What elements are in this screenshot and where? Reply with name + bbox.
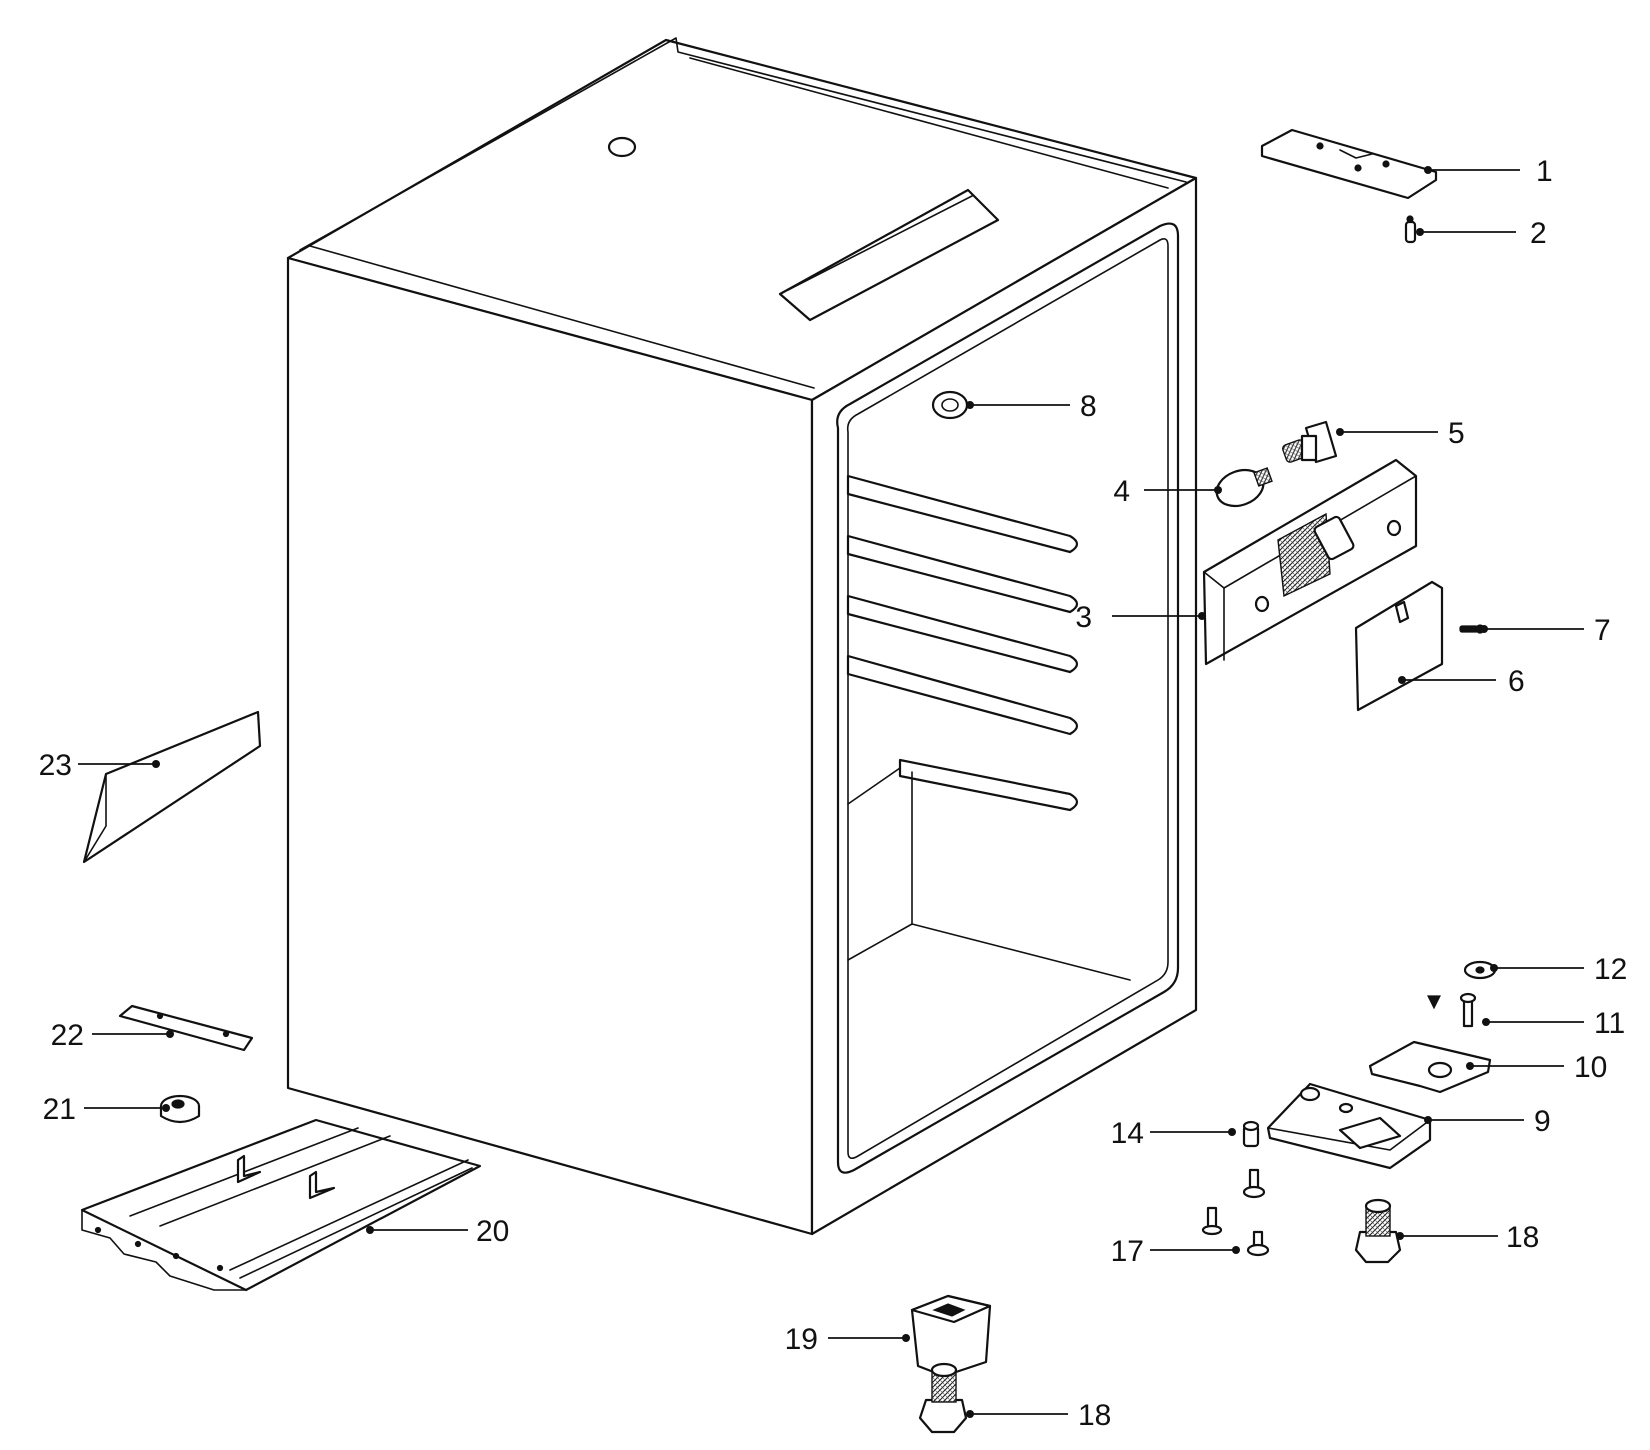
callout-20: 20 (476, 1215, 509, 1248)
part-9-hinge-block (1266, 1082, 1432, 1170)
part-11-bolt (1427, 992, 1477, 1028)
part-23-kick-plate (82, 710, 262, 864)
part-20-base-rail (80, 1118, 482, 1292)
cabinet-door-opening (836, 222, 1180, 1174)
callout-19: 19 (785, 1323, 818, 1356)
cabinet-top-front-edge (309, 245, 815, 389)
callout-5: 5 (1448, 417, 1465, 450)
callout-7: 7 (1594, 614, 1611, 647)
part-5-lamp-socket (1282, 420, 1338, 464)
callout-12: 12 (1594, 953, 1627, 986)
top-vent-inner (787, 195, 973, 291)
shelf-rails (846, 474, 1079, 812)
part-22-bracket (118, 1004, 254, 1052)
callout-10: 10 (1574, 1051, 1607, 1084)
callout-2: 2 (1530, 217, 1547, 250)
shelf-rail-5 (898, 758, 1079, 812)
top-hinge-plate (1260, 128, 1438, 200)
part-14-bushing (1242, 1120, 1260, 1148)
callout-14: 14 (1111, 1117, 1144, 1150)
callout-4: 4 (1113, 475, 1130, 508)
callout-18-right: 18 (1506, 1221, 1539, 1254)
part-18-leveling-foot-bottom (918, 1362, 968, 1434)
callout-6: 6 (1508, 665, 1525, 698)
part-1-top-hinge (1260, 128, 1438, 200)
callout-labels: 1 2 3 4 5 6 7 8 9 10 (39, 155, 1628, 1432)
part-12-washer (1463, 960, 1497, 980)
shelf-rail-2 (846, 534, 1079, 614)
part-4-lamp-bulb (1215, 467, 1273, 508)
part-19-foot-cup (910, 1294, 992, 1378)
callout-9: 9 (1534, 1105, 1551, 1138)
part-8-plug (931, 390, 969, 420)
callout-21: 21 (43, 1093, 76, 1126)
refrigerator-cabinet (286, 37, 1198, 1236)
cabinet-top-rear-lip (299, 37, 1187, 251)
part-2-hinge-pin (1404, 215, 1417, 244)
part-10-bottom-hinge-bracket (1368, 1040, 1492, 1094)
callout-23: 23 (39, 749, 72, 782)
shelf-rail-1 (846, 474, 1079, 554)
callout-1: 1 (1536, 155, 1553, 188)
part-6-housing-cover (1354, 580, 1444, 712)
liner-floor-edge (847, 923, 913, 961)
cabinet-top-seam (689, 57, 1169, 189)
callout-22: 22 (51, 1019, 84, 1052)
callout-8: 8 (1080, 390, 1097, 423)
cabinet-side-panel (286, 256, 814, 1236)
callout-3: 3 (1075, 601, 1092, 634)
part-17-screws (1201, 1168, 1270, 1257)
callout-18-bottom: 18 (1078, 1399, 1111, 1432)
liner-back-corner (847, 767, 901, 805)
callout-11: 11 (1594, 1007, 1625, 1040)
part-3-control-housing (1202, 458, 1418, 666)
shelf-rail-4 (846, 654, 1079, 736)
cabinet-door-opening-inner (846, 238, 1169, 1160)
part-18-leveling-foot-right (1354, 1198, 1402, 1264)
callout-17: 17 (1111, 1235, 1144, 1268)
top-mounting-hole (607, 136, 637, 158)
top-vent-slot (778, 188, 1000, 322)
shelf-rail-3 (846, 594, 1079, 674)
part-21-spacer (159, 1094, 201, 1124)
